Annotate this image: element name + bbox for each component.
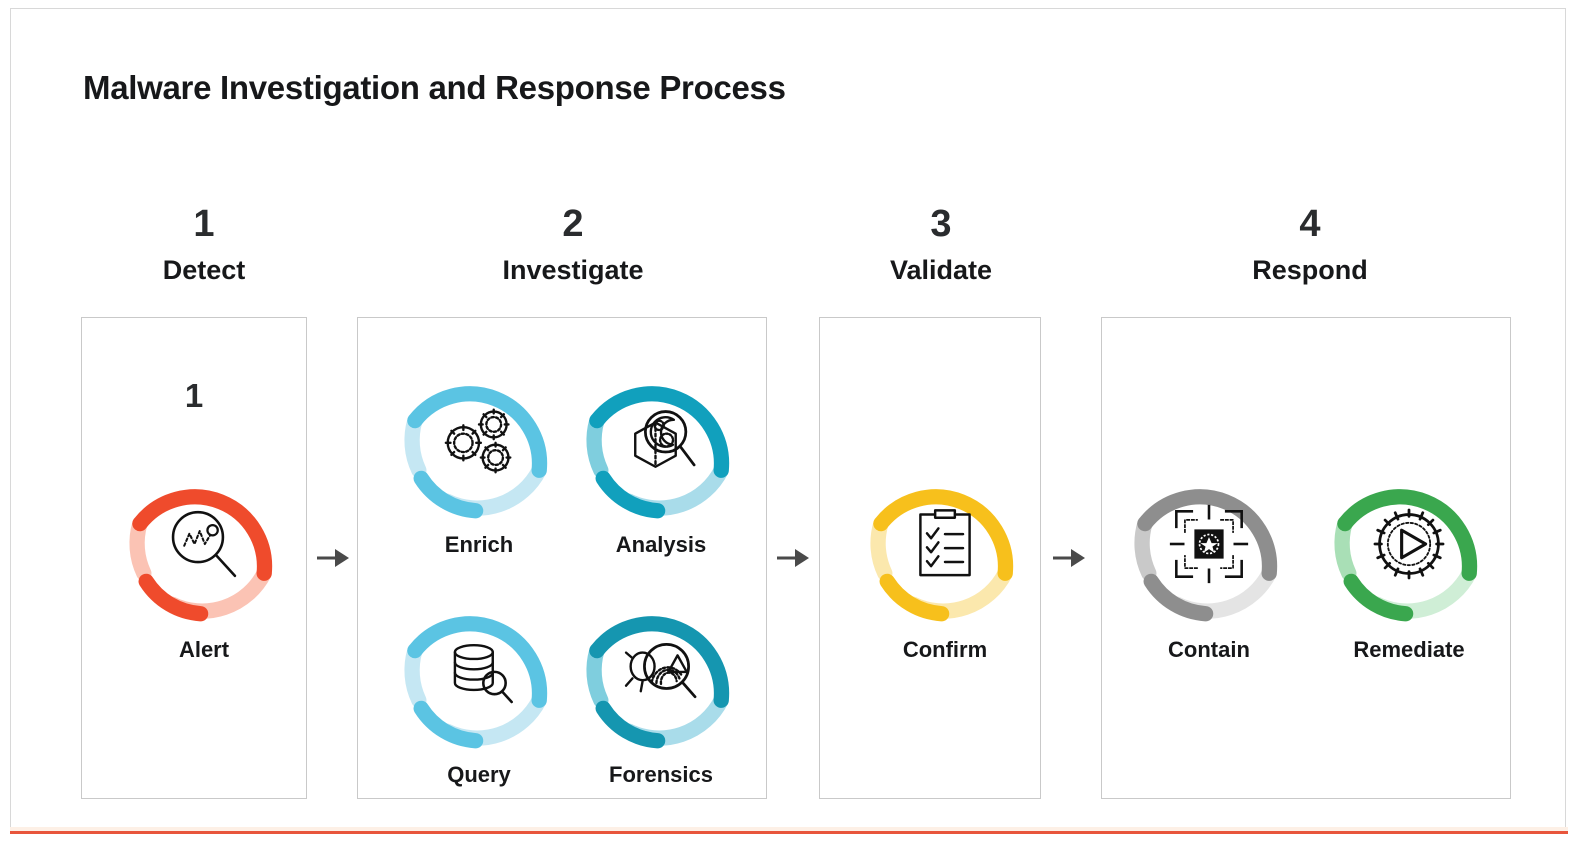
gear-play-icon [1324,459,1494,629]
step-number: 1 [193,203,215,245]
confirm-ring [860,459,1030,629]
step-number: 4 [1299,203,1321,245]
step-header-detect: 1 Detect [104,205,304,284]
step-number: 2 [562,203,584,245]
accent-bar-soft [10,827,1568,831]
node-analysis[interactable]: Analysis [576,356,746,556]
quarantine-target-icon [1124,459,1294,629]
contain-ring [1124,459,1294,629]
magnifier-waveform-icon [119,459,289,629]
arrow-detect-to-investigate [317,547,349,574]
detect-inner-number: 1 [184,377,204,414]
node-query[interactable]: Query [394,586,564,786]
alert-ring [119,459,289,629]
accent-bar [10,831,1568,834]
step-header-validate: 3 Validate [841,205,1041,284]
node-caption: Query [447,762,511,787]
page-title: Malware Investigation and Response Proce… [83,69,786,106]
node-caption: Alert [178,637,230,662]
node-caption: Contain [1168,637,1250,662]
clipboard-checklist-icon [860,459,1030,629]
node-caption: Forensics [609,762,713,787]
step-label: Investigate [502,255,644,285]
gears-icon [394,356,564,526]
remediate-ring [1324,459,1494,629]
step-number: 3 [930,203,952,245]
node-contain[interactable]: Contain [1124,459,1294,661]
step-label: Validate [889,255,993,285]
step-label: Respond [1252,255,1368,285]
node-remediate[interactable]: Remediate [1324,459,1494,661]
bug-fingerprint-icon [576,586,746,756]
query-ring [394,586,564,756]
panel-respond [1101,317,1511,799]
node-caption: Remediate [1353,637,1465,662]
step-header-investigate: 2 Investigate [473,205,673,284]
cube-magnifier-icon [576,356,746,526]
arrow-investigate-to-validate [777,547,809,574]
arrow-validate-to-respond [1053,547,1085,574]
analysis-ring [576,356,746,526]
step-label: Detect [162,255,246,285]
node-confirm[interactable]: Confirm [860,459,1030,661]
slide-canvas: Malware Investigation and Response Proce… [10,8,1566,832]
node-caption: Enrich [444,532,514,557]
node-alert[interactable]: Alert [119,459,289,661]
node-enrich[interactable]: Enrich [394,356,564,556]
forensics-ring [576,586,746,756]
node-caption: Analysis [615,532,707,557]
node-caption: Confirm [902,637,988,662]
database-search-icon [394,586,564,756]
node-forensics[interactable]: Forensics [576,586,746,786]
step-header-respond: 4 Respond [1210,205,1410,284]
enrich-ring [394,356,564,526]
